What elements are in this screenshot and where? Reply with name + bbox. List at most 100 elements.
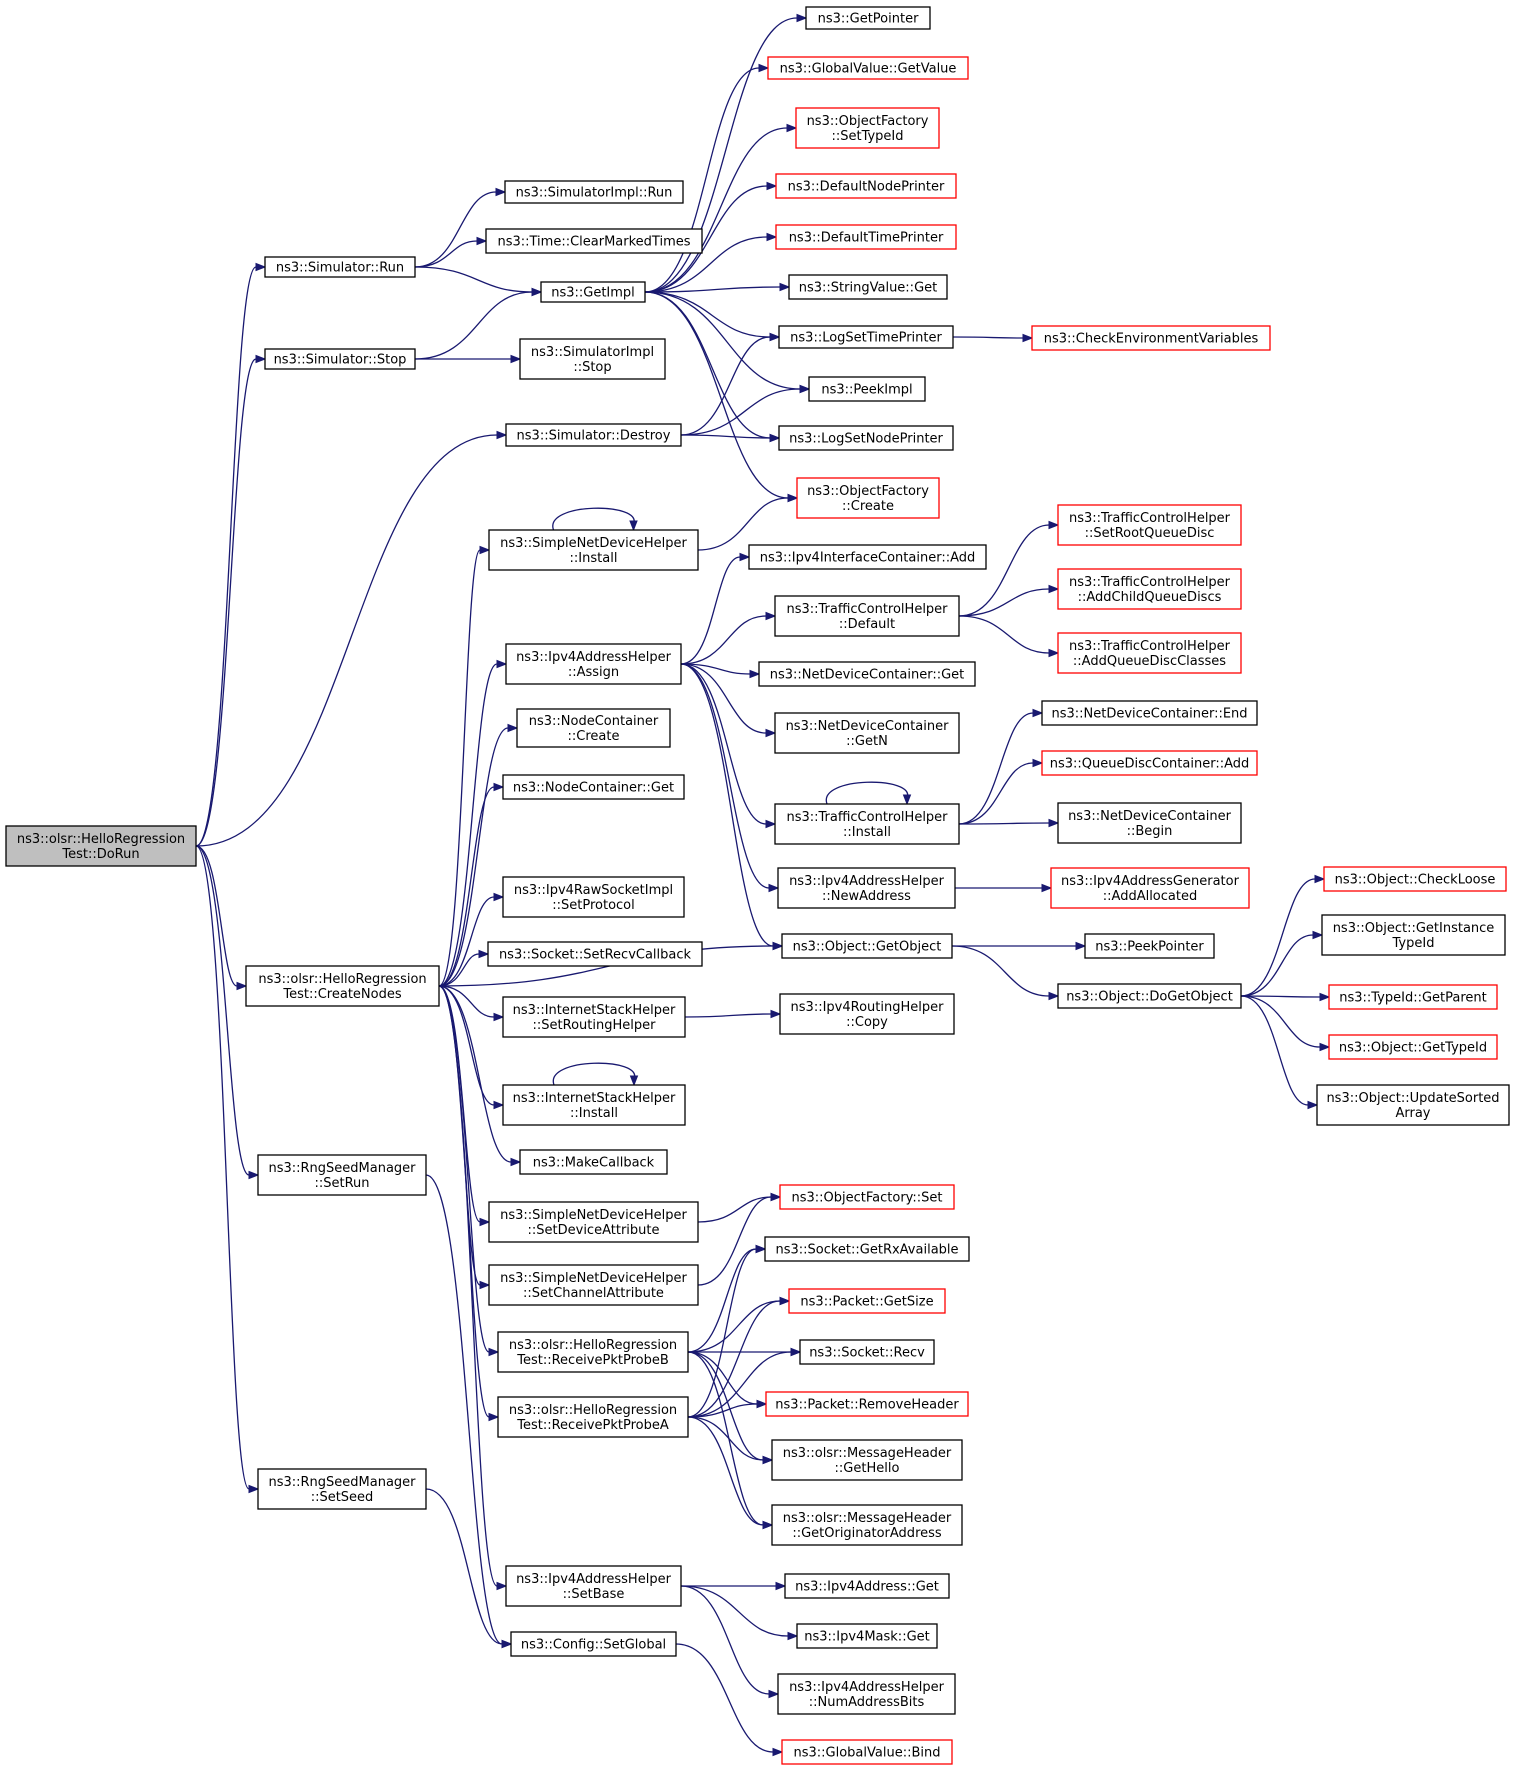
node-box[interactable] bbox=[510, 1631, 677, 1657]
node-cfgSetGlobal[interactable]: ns3::Config::SetGlobal bbox=[510, 1631, 677, 1657]
node-box[interactable] bbox=[1323, 866, 1507, 892]
node-tchInstall[interactable]: ns3::TrafficControlHelper::Install bbox=[774, 803, 960, 845]
node-box[interactable] bbox=[808, 376, 926, 402]
node-box[interactable] bbox=[264, 256, 416, 278]
node-ncCreate[interactable]: ns3::NodeContainer::Create bbox=[516, 708, 671, 748]
node-box[interactable] bbox=[784, 1573, 950, 1599]
node-ipv4ahNewAddr[interactable]: ns3::Ipv4AddressHelper::NewAddress bbox=[777, 867, 956, 909]
node-box[interactable] bbox=[781, 1739, 953, 1765]
node-box[interactable] bbox=[497, 1331, 689, 1373]
node-recvA[interactable]: ns3::olsr::HelloRegressionTest::ReceiveP… bbox=[497, 1396, 689, 1438]
node-ipv4ahAssign[interactable]: ns3::Ipv4AddressHelper::Assign bbox=[505, 643, 682, 685]
node-sockRecv[interactable]: ns3::Socket::Recv bbox=[799, 1339, 935, 1365]
node-box[interactable] bbox=[1057, 504, 1242, 546]
node-box[interactable] bbox=[774, 803, 960, 845]
node-box[interactable] bbox=[505, 1565, 682, 1607]
node-ipv4ahNumBits[interactable]: ns3::Ipv4AddressHelper::NumAddressBits bbox=[777, 1673, 956, 1715]
node-box[interactable] bbox=[1057, 568, 1242, 610]
node-pktRemoveHdr[interactable]: ns3::Packet::RemoveHeader bbox=[765, 1391, 969, 1417]
node-box[interactable] bbox=[487, 941, 703, 967]
node-objDoGetObject[interactable]: ns3::Object::DoGetObject bbox=[1057, 983, 1242, 1009]
node-box[interactable] bbox=[796, 477, 940, 519]
node-ishSetRouting[interactable]: ns3::InternetStackHelper::SetRoutingHelp… bbox=[502, 996, 686, 1038]
node-box[interactable] bbox=[748, 544, 987, 570]
node-box[interactable] bbox=[795, 107, 940, 149]
node-box[interactable] bbox=[777, 867, 956, 909]
node-ndcEnd[interactable]: ns3::NetDeviceContainer::End bbox=[1041, 700, 1258, 726]
node-box[interactable] bbox=[788, 274, 948, 300]
node-ipv4icAdd[interactable]: ns3::Ipv4InterfaceContainer::Add bbox=[748, 544, 987, 570]
node-ipv4aGet[interactable]: ns3::Ipv4Address::Get bbox=[784, 1573, 950, 1599]
node-objGetObject[interactable]: ns3::Object::GetObject bbox=[781, 933, 953, 959]
node-gvGetValue[interactable]: ns3::GlobalValue::GetValue bbox=[767, 56, 969, 80]
node-pktGetSize[interactable]: ns3::Packet::GetSize bbox=[788, 1288, 946, 1314]
node-box[interactable] bbox=[767, 56, 969, 80]
node-box[interactable] bbox=[774, 595, 960, 637]
node-box[interactable] bbox=[778, 325, 954, 349]
node-ofSet[interactable]: ns3::ObjectFactory::Set bbox=[779, 1184, 955, 1210]
node-ofSetTypeId[interactable]: ns3::ObjectFactory::SetTypeId bbox=[795, 107, 940, 149]
node-ndcBegin[interactable]: ns3::NetDeviceContainer::Begin bbox=[1057, 802, 1242, 844]
node-tchSetRoot[interactable]: ns3::TrafficControlHelper::SetRootQueueD… bbox=[1057, 504, 1242, 546]
node-peekPointer[interactable]: ns3::PeekPointer bbox=[1084, 933, 1215, 959]
node-sndhInstall[interactable]: ns3::SimpleNetDeviceHelper::Install bbox=[488, 529, 699, 571]
node-box[interactable] bbox=[775, 224, 957, 250]
node-box[interactable] bbox=[519, 338, 666, 380]
node-objCheckLoose[interactable]: ns3::Object::CheckLoose bbox=[1323, 866, 1507, 892]
node-box[interactable] bbox=[502, 1084, 686, 1126]
node-box[interactable] bbox=[488, 1201, 699, 1243]
node-tidGetParent[interactable]: ns3::TypeId::GetParent bbox=[1328, 984, 1498, 1010]
node-simRun[interactable]: ns3::Simulator::Run bbox=[264, 256, 416, 278]
node-tchAddChild[interactable]: ns3::TrafficControlHelper::AddChildQueue… bbox=[1057, 568, 1242, 610]
node-logSetNode[interactable]: ns3::LogSetNodePrinter bbox=[778, 425, 954, 451]
node-box[interactable] bbox=[1057, 983, 1242, 1009]
node-box[interactable] bbox=[1057, 802, 1242, 844]
node-box[interactable] bbox=[1328, 1034, 1498, 1060]
node-ndcGet[interactable]: ns3::NetDeviceContainer::Get bbox=[758, 661, 976, 687]
node-clearMarked[interactable]: ns3::Time::ClearMarkedTimes bbox=[485, 228, 703, 254]
node-box[interactable] bbox=[799, 1339, 935, 1365]
node-box[interactable] bbox=[497, 1396, 689, 1438]
node-box[interactable] bbox=[777, 1673, 956, 1715]
node-peekImpl[interactable]: ns3::PeekImpl bbox=[808, 376, 926, 402]
node-box[interactable] bbox=[771, 1439, 963, 1481]
node-ncGet[interactable]: ns3::NodeContainer::Get bbox=[502, 774, 685, 800]
node-sockGetRx[interactable]: ns3::Socket::GetRxAvailable bbox=[764, 1236, 970, 1262]
node-rngSetSeed[interactable]: ns3::RngSeedManager::SetSeed bbox=[257, 1468, 427, 1510]
node-ipv4ahSetBase[interactable]: ns3::Ipv4AddressHelper::SetBase bbox=[505, 1565, 682, 1607]
node-defTimePrinter[interactable]: ns3::DefaultTimePrinter bbox=[775, 224, 957, 250]
node-box[interactable] bbox=[771, 1504, 963, 1546]
node-box[interactable] bbox=[1031, 325, 1271, 351]
node-getPointer[interactable]: ns3::GetPointer bbox=[805, 6, 931, 30]
node-createNodes[interactable]: ns3::olsr::HelloRegressionTest::CreateNo… bbox=[245, 965, 440, 1007]
node-box[interactable] bbox=[805, 6, 931, 30]
node-box[interactable] bbox=[764, 1236, 970, 1262]
node-box[interactable] bbox=[1041, 700, 1258, 726]
node-sndhSetDev[interactable]: ns3::SimpleNetDeviceHelper::SetDeviceAtt… bbox=[488, 1201, 699, 1243]
node-box[interactable] bbox=[788, 1288, 946, 1314]
node-box[interactable] bbox=[502, 774, 685, 800]
node-strValGet[interactable]: ns3::StringValue::Get bbox=[788, 274, 948, 300]
node-simStop[interactable]: ns3::Simulator::Stop bbox=[264, 348, 416, 370]
node-ishInstall[interactable]: ns3::InternetStackHelper::Install bbox=[502, 1084, 686, 1126]
node-gvBind[interactable]: ns3::GlobalValue::Bind bbox=[781, 1739, 953, 1765]
node-simImplStop[interactable]: ns3::SimulatorImpl::Stop bbox=[519, 338, 666, 380]
node-box[interactable] bbox=[519, 1149, 668, 1175]
node-box[interactable] bbox=[1328, 984, 1498, 1010]
node-box[interactable] bbox=[1084, 933, 1215, 959]
node-ndcGetN[interactable]: ns3::NetDeviceContainer::GetN bbox=[774, 712, 960, 754]
node-defNodePrinter[interactable]: ns3::DefaultNodePrinter bbox=[775, 173, 957, 199]
node-box[interactable] bbox=[779, 993, 955, 1035]
node-box[interactable] bbox=[778, 425, 954, 451]
node-tchAddClasses[interactable]: ns3::TrafficControlHelper::AddQueueDiscC… bbox=[1057, 632, 1242, 674]
node-box[interactable] bbox=[758, 661, 976, 687]
node-box[interactable] bbox=[779, 1184, 955, 1210]
node-box[interactable] bbox=[488, 529, 699, 571]
node-box[interactable] bbox=[1321, 914, 1506, 956]
node-rngSetRun[interactable]: ns3::RngSeedManager::SetRun bbox=[257, 1154, 427, 1196]
node-box[interactable] bbox=[1316, 1084, 1510, 1126]
node-tchDefault[interactable]: ns3::TrafficControlHelper::Default bbox=[774, 595, 960, 637]
